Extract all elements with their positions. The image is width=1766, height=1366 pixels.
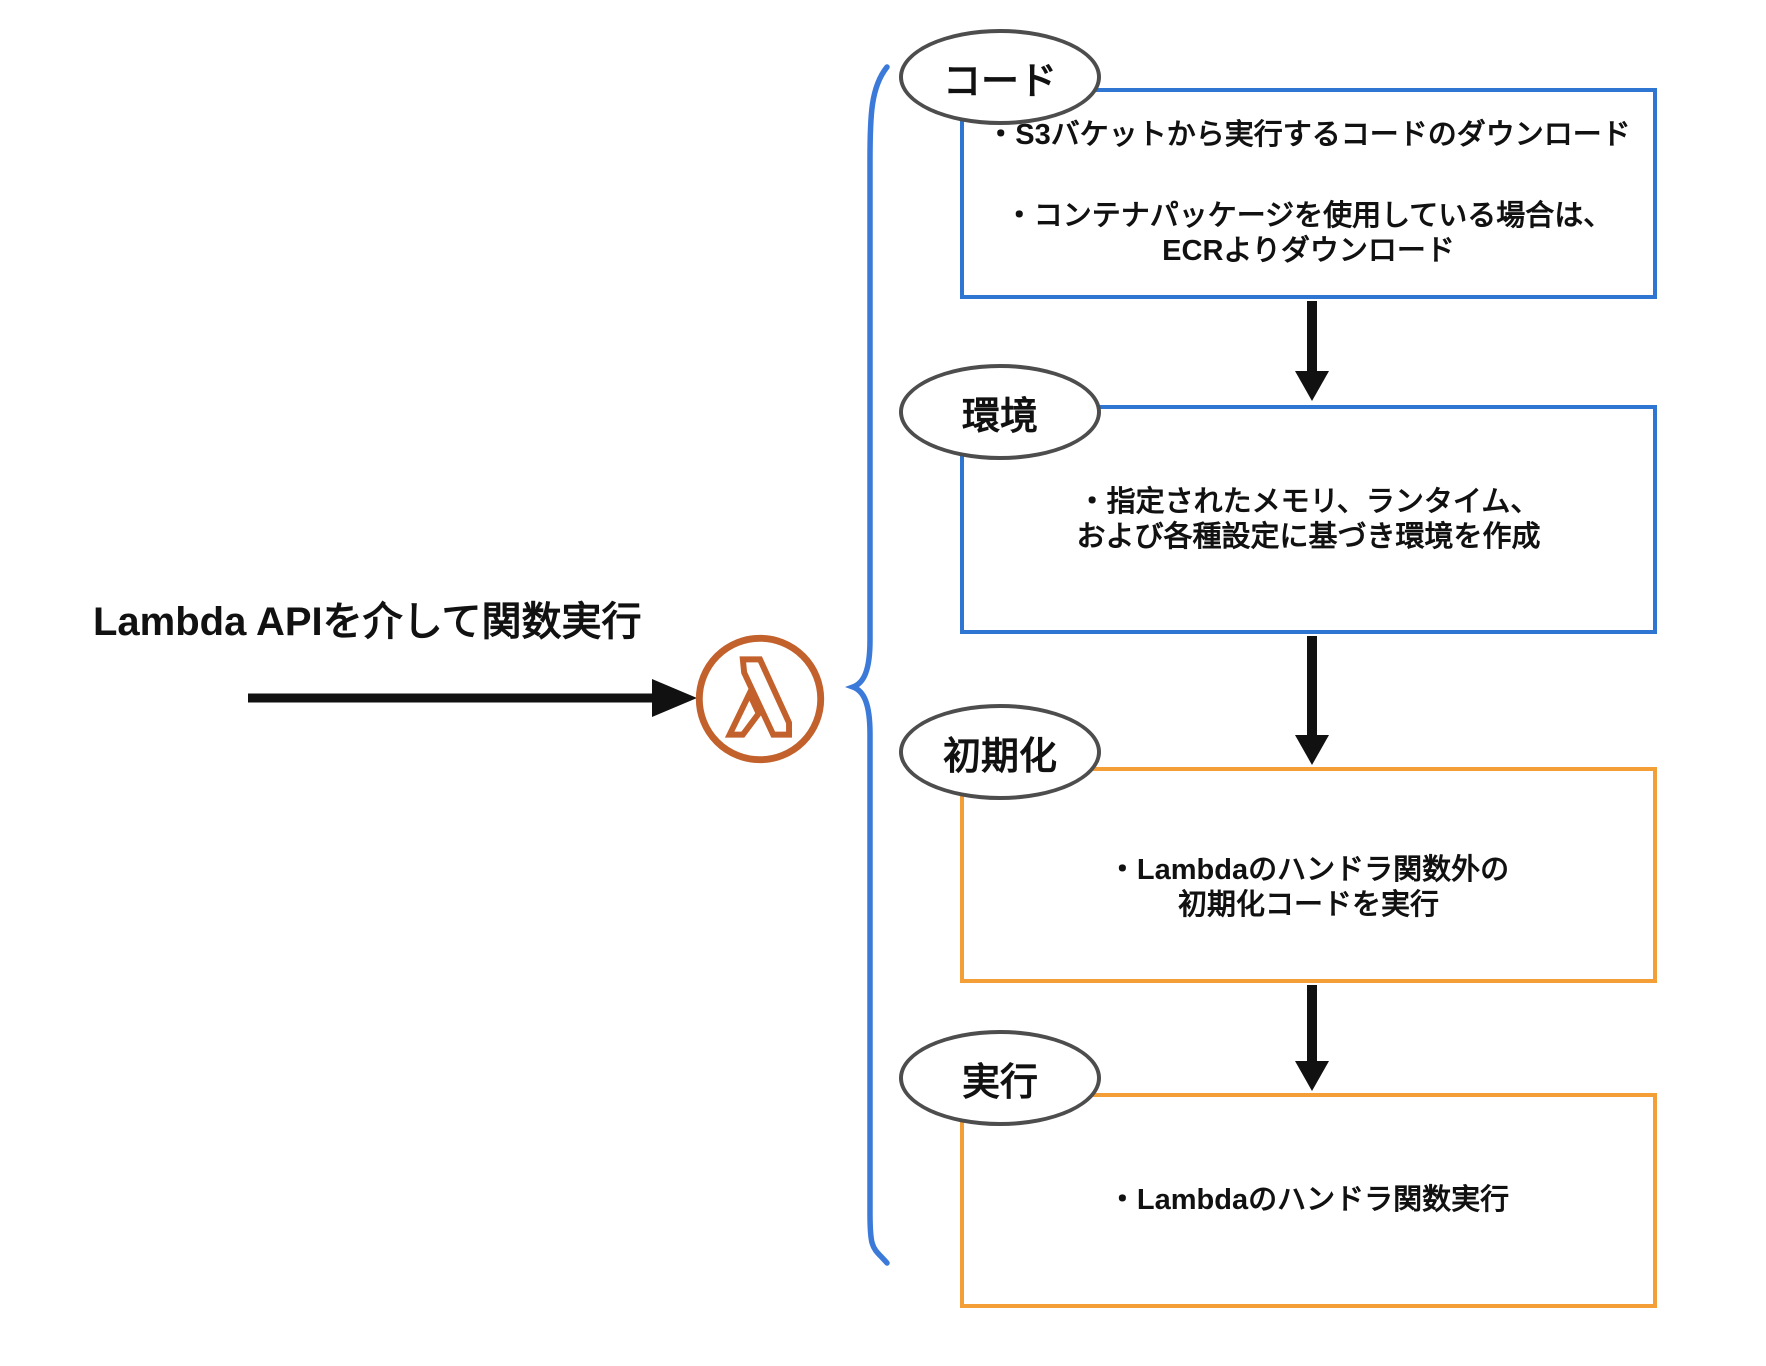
stage-init-line-2: 初期化コードを実行 [1177,889,1439,921]
stage-code-line-2: ・コンテナパッケージを使用している場合は、 [1004,200,1613,232]
stage-box-code: ・S3バケットから実行するコードのダウンロード ・コンテナパッケージを使用してい… [960,88,1657,299]
stage-oval-environment: 環境 [899,364,1101,460]
stage-env-line-1: ・指定されたメモリ、ランタイム、 [1077,485,1540,518]
stage-init-line-1: ・Lambdaのハンドラ関数外の [1107,854,1510,886]
stage-oval-run: 実行 [899,1030,1101,1126]
stage-box-run: ・Lambdaのハンドラ関数実行 [960,1093,1657,1308]
stage-run-label: 実行 [961,1061,1038,1104]
stage-env-line-2: および各種設定に基づき環境を作成 [1076,520,1541,553]
curly-brace [844,64,890,1266]
stage-code-line-1: ・S3バケットから実行するコードのダウンロード [986,119,1631,151]
stage-oval-code: コード [899,29,1101,125]
stage-code-label: コード [942,60,1057,103]
aws-lambda-icon [695,634,825,764]
invoke-arrow-icon [248,679,697,717]
stage-code-line-3: ECRよりダウンロード [1162,235,1455,267]
down-arrow-icon-2 [1295,636,1329,765]
stage-oval-init: 初期化 [899,704,1101,800]
down-arrow-icon-1 [1295,301,1329,401]
stage-env-label: 環境 [961,395,1038,438]
down-arrow-icon-3 [1295,985,1329,1091]
stage-run-line-1: ・Lambdaのハンドラ関数実行 [1107,1184,1510,1216]
stage-init-label: 初期化 [942,735,1057,778]
stage-box-init: ・Lambdaのハンドラ関数外の 初期化コードを実行 [960,767,1657,983]
invoke-headline: Lambda APIを介して関数実行 [93,600,642,644]
